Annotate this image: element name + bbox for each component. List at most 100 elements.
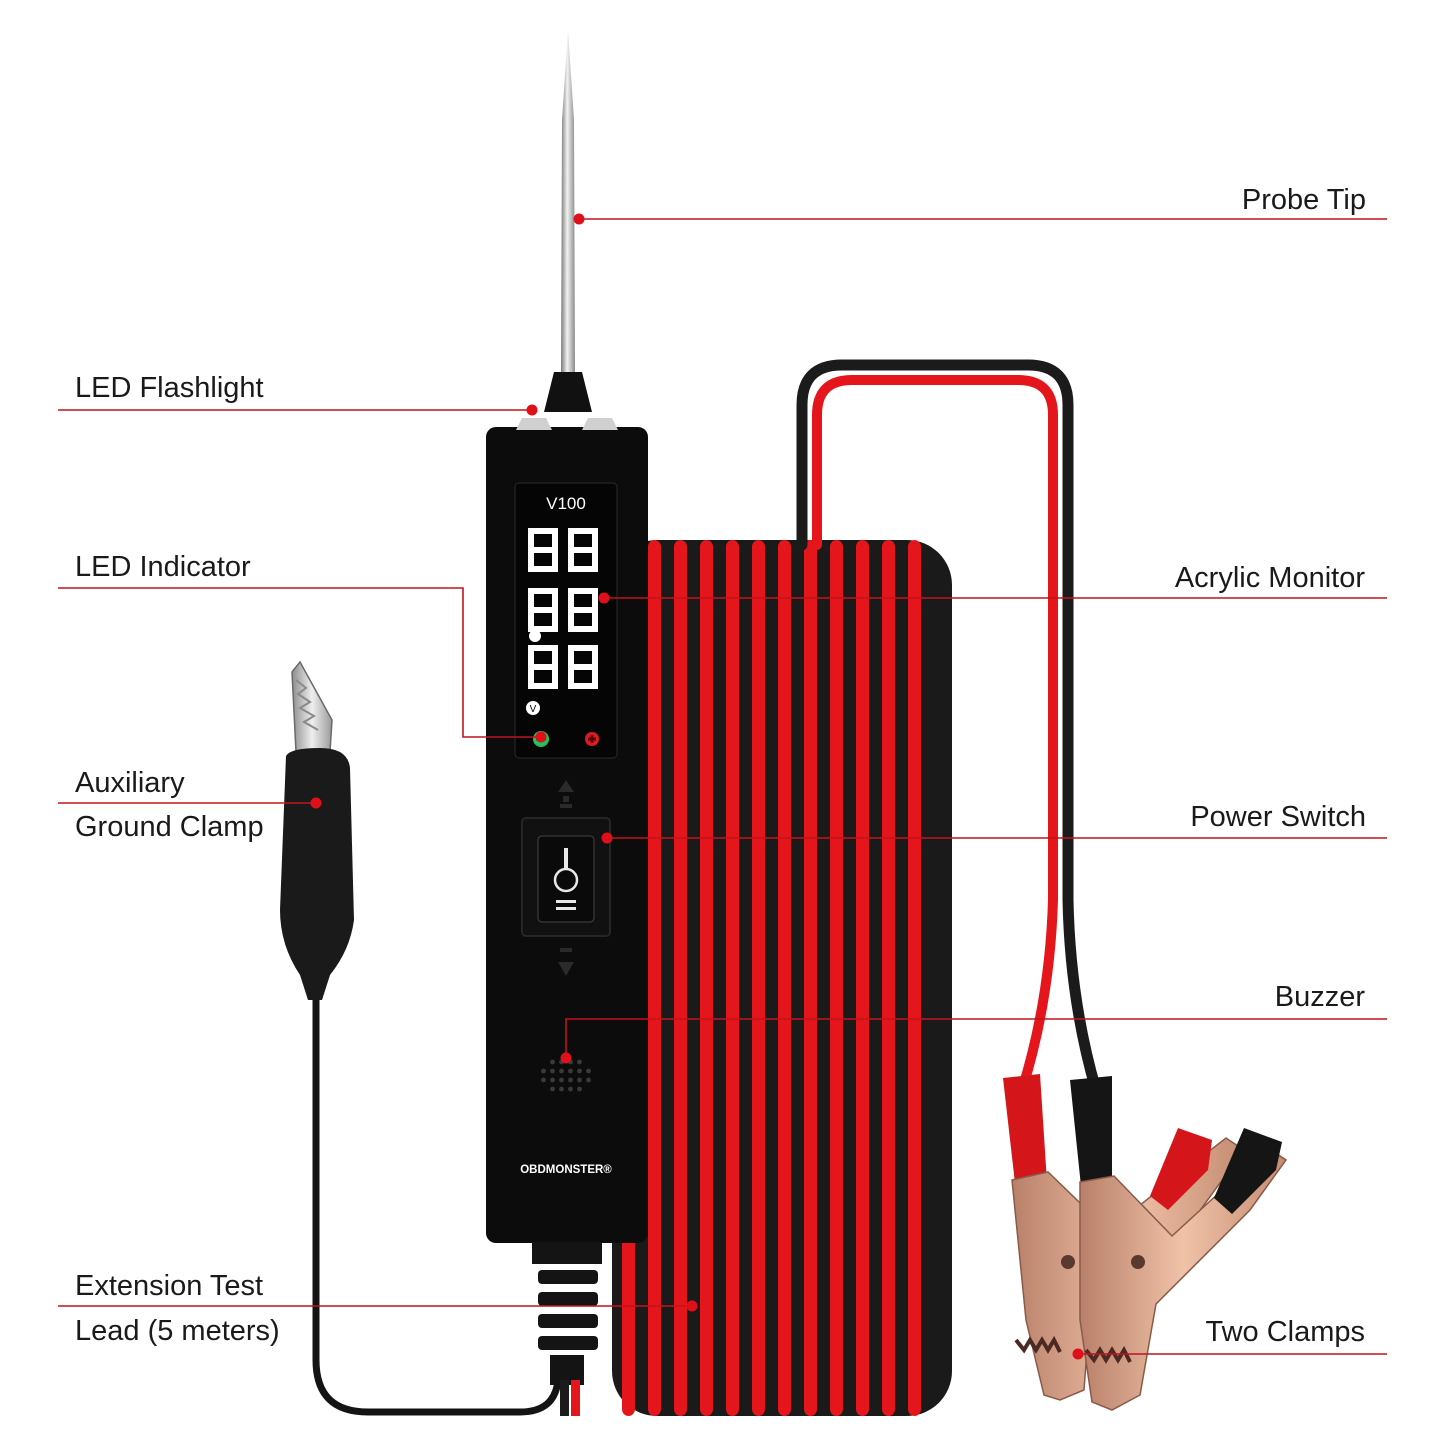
callout-dot bbox=[573, 213, 585, 225]
model-label: V100 bbox=[546, 494, 586, 513]
display-segment bbox=[568, 528, 598, 534]
callout-dot bbox=[526, 404, 538, 416]
grille-hole bbox=[559, 1068, 564, 1074]
grille-hole bbox=[541, 1077, 546, 1083]
callout-line bbox=[58, 587, 541, 738]
label-extension-line2: Lead (5 meters) bbox=[75, 1315, 280, 1347]
coil-red-strand bbox=[882, 540, 895, 1416]
display-segment bbox=[568, 626, 598, 632]
label-led-flashlight: LED Flashlight bbox=[75, 372, 264, 404]
display-segment bbox=[528, 610, 534, 632]
display-segment bbox=[592, 667, 598, 689]
callout-line bbox=[565, 1018, 1387, 1058]
grille-hole bbox=[568, 1086, 573, 1092]
grille-hole bbox=[541, 1068, 546, 1074]
probe-needle bbox=[544, 30, 592, 412]
positive-led-icon bbox=[585, 732, 599, 746]
display-segment bbox=[528, 566, 558, 572]
display-segment bbox=[568, 607, 598, 613]
display-segment bbox=[568, 566, 598, 572]
display-segment bbox=[528, 588, 558, 594]
auxiliary-ground-clamp bbox=[280, 660, 562, 1416]
grille-hole bbox=[550, 1068, 555, 1074]
coil-red-strand bbox=[856, 540, 869, 1416]
callout-dot bbox=[686, 1300, 698, 1312]
display-segment bbox=[528, 528, 534, 550]
up-arrow-icon bbox=[558, 780, 574, 808]
display-segment bbox=[592, 645, 598, 667]
grille-hole bbox=[577, 1059, 582, 1065]
display-segment bbox=[528, 588, 534, 610]
coil-red-strand bbox=[648, 540, 661, 1416]
grille-hole bbox=[577, 1068, 582, 1074]
display-segment bbox=[528, 528, 558, 534]
display-segment bbox=[552, 528, 558, 550]
display-segment bbox=[592, 610, 598, 632]
grille-hole bbox=[586, 1077, 591, 1083]
display-segment bbox=[568, 528, 574, 550]
label-aux-ground-line2: Ground Clamp bbox=[75, 811, 264, 843]
label-aux-ground-line1: Auxiliary bbox=[75, 767, 185, 799]
display-segment bbox=[568, 645, 574, 667]
coil-red-strand bbox=[726, 540, 739, 1416]
callout-dot bbox=[601, 832, 613, 844]
seven-segment-display bbox=[528, 528, 598, 689]
grille-hole bbox=[550, 1077, 555, 1083]
display-segment bbox=[568, 664, 598, 670]
callout-dot bbox=[560, 1052, 572, 1064]
label-buzzer: Buzzer bbox=[1274, 981, 1365, 1013]
display-segment bbox=[528, 547, 558, 553]
label-probe-tip: Probe Tip bbox=[1241, 184, 1366, 216]
callout-dot bbox=[535, 731, 547, 743]
svg-text:V: V bbox=[530, 704, 537, 715]
display-segment bbox=[592, 550, 598, 572]
display-segment bbox=[592, 528, 598, 550]
grille-hole bbox=[559, 1086, 564, 1092]
label-led-indicator: LED Indicator bbox=[75, 551, 251, 583]
callout-lines bbox=[58, 213, 1387, 1360]
display-segment bbox=[552, 550, 558, 572]
display-segment bbox=[528, 626, 558, 632]
power-switch[interactable] bbox=[521, 817, 611, 937]
display-segment bbox=[568, 588, 574, 610]
display-segment bbox=[568, 683, 598, 689]
display-segment bbox=[528, 683, 558, 689]
grille-hole bbox=[577, 1077, 582, 1083]
display-segment bbox=[568, 588, 598, 594]
callout-dot bbox=[1072, 1348, 1084, 1360]
coil-red-strand bbox=[908, 540, 921, 1416]
coil-red-strand bbox=[700, 540, 713, 1416]
display-segment bbox=[528, 664, 558, 670]
down-arrow-icon bbox=[558, 948, 574, 976]
display-segment bbox=[528, 550, 534, 572]
grille-hole bbox=[550, 1086, 555, 1092]
display-segment bbox=[568, 667, 574, 689]
buzzer-grille bbox=[541, 1059, 591, 1092]
grille-hole bbox=[559, 1077, 564, 1083]
label-power-switch: Power Switch bbox=[1190, 801, 1366, 833]
display-segment bbox=[552, 588, 558, 610]
grille-hole bbox=[577, 1086, 582, 1092]
coil-red-strand bbox=[830, 540, 843, 1416]
black-alligator-clamp bbox=[1070, 1076, 1288, 1411]
display-segment bbox=[568, 610, 574, 632]
label-extension-line1: Extension Test bbox=[75, 1270, 264, 1302]
display-segment bbox=[568, 547, 598, 553]
brand-label: OBDMONSTER® bbox=[520, 1164, 612, 1176]
label-two-clamps: Two Clamps bbox=[1205, 1316, 1365, 1348]
callout-dot bbox=[598, 592, 610, 604]
callout-dot bbox=[310, 797, 322, 809]
display-segment bbox=[568, 550, 574, 572]
display-segment bbox=[528, 667, 534, 689]
display-segment bbox=[568, 645, 598, 651]
grille-hole bbox=[550, 1059, 555, 1065]
grille-hole bbox=[586, 1068, 591, 1074]
clamp-wire-loop bbox=[796, 359, 1102, 1096]
display-segment bbox=[528, 607, 558, 613]
label-acrylic-monitor: Acrylic Monitor bbox=[1174, 562, 1365, 594]
coiled-test-lead bbox=[612, 540, 952, 1416]
grille-hole bbox=[568, 1077, 573, 1083]
volt-indicator-icon: V bbox=[526, 701, 540, 715]
coil-red-strand bbox=[778, 540, 791, 1416]
